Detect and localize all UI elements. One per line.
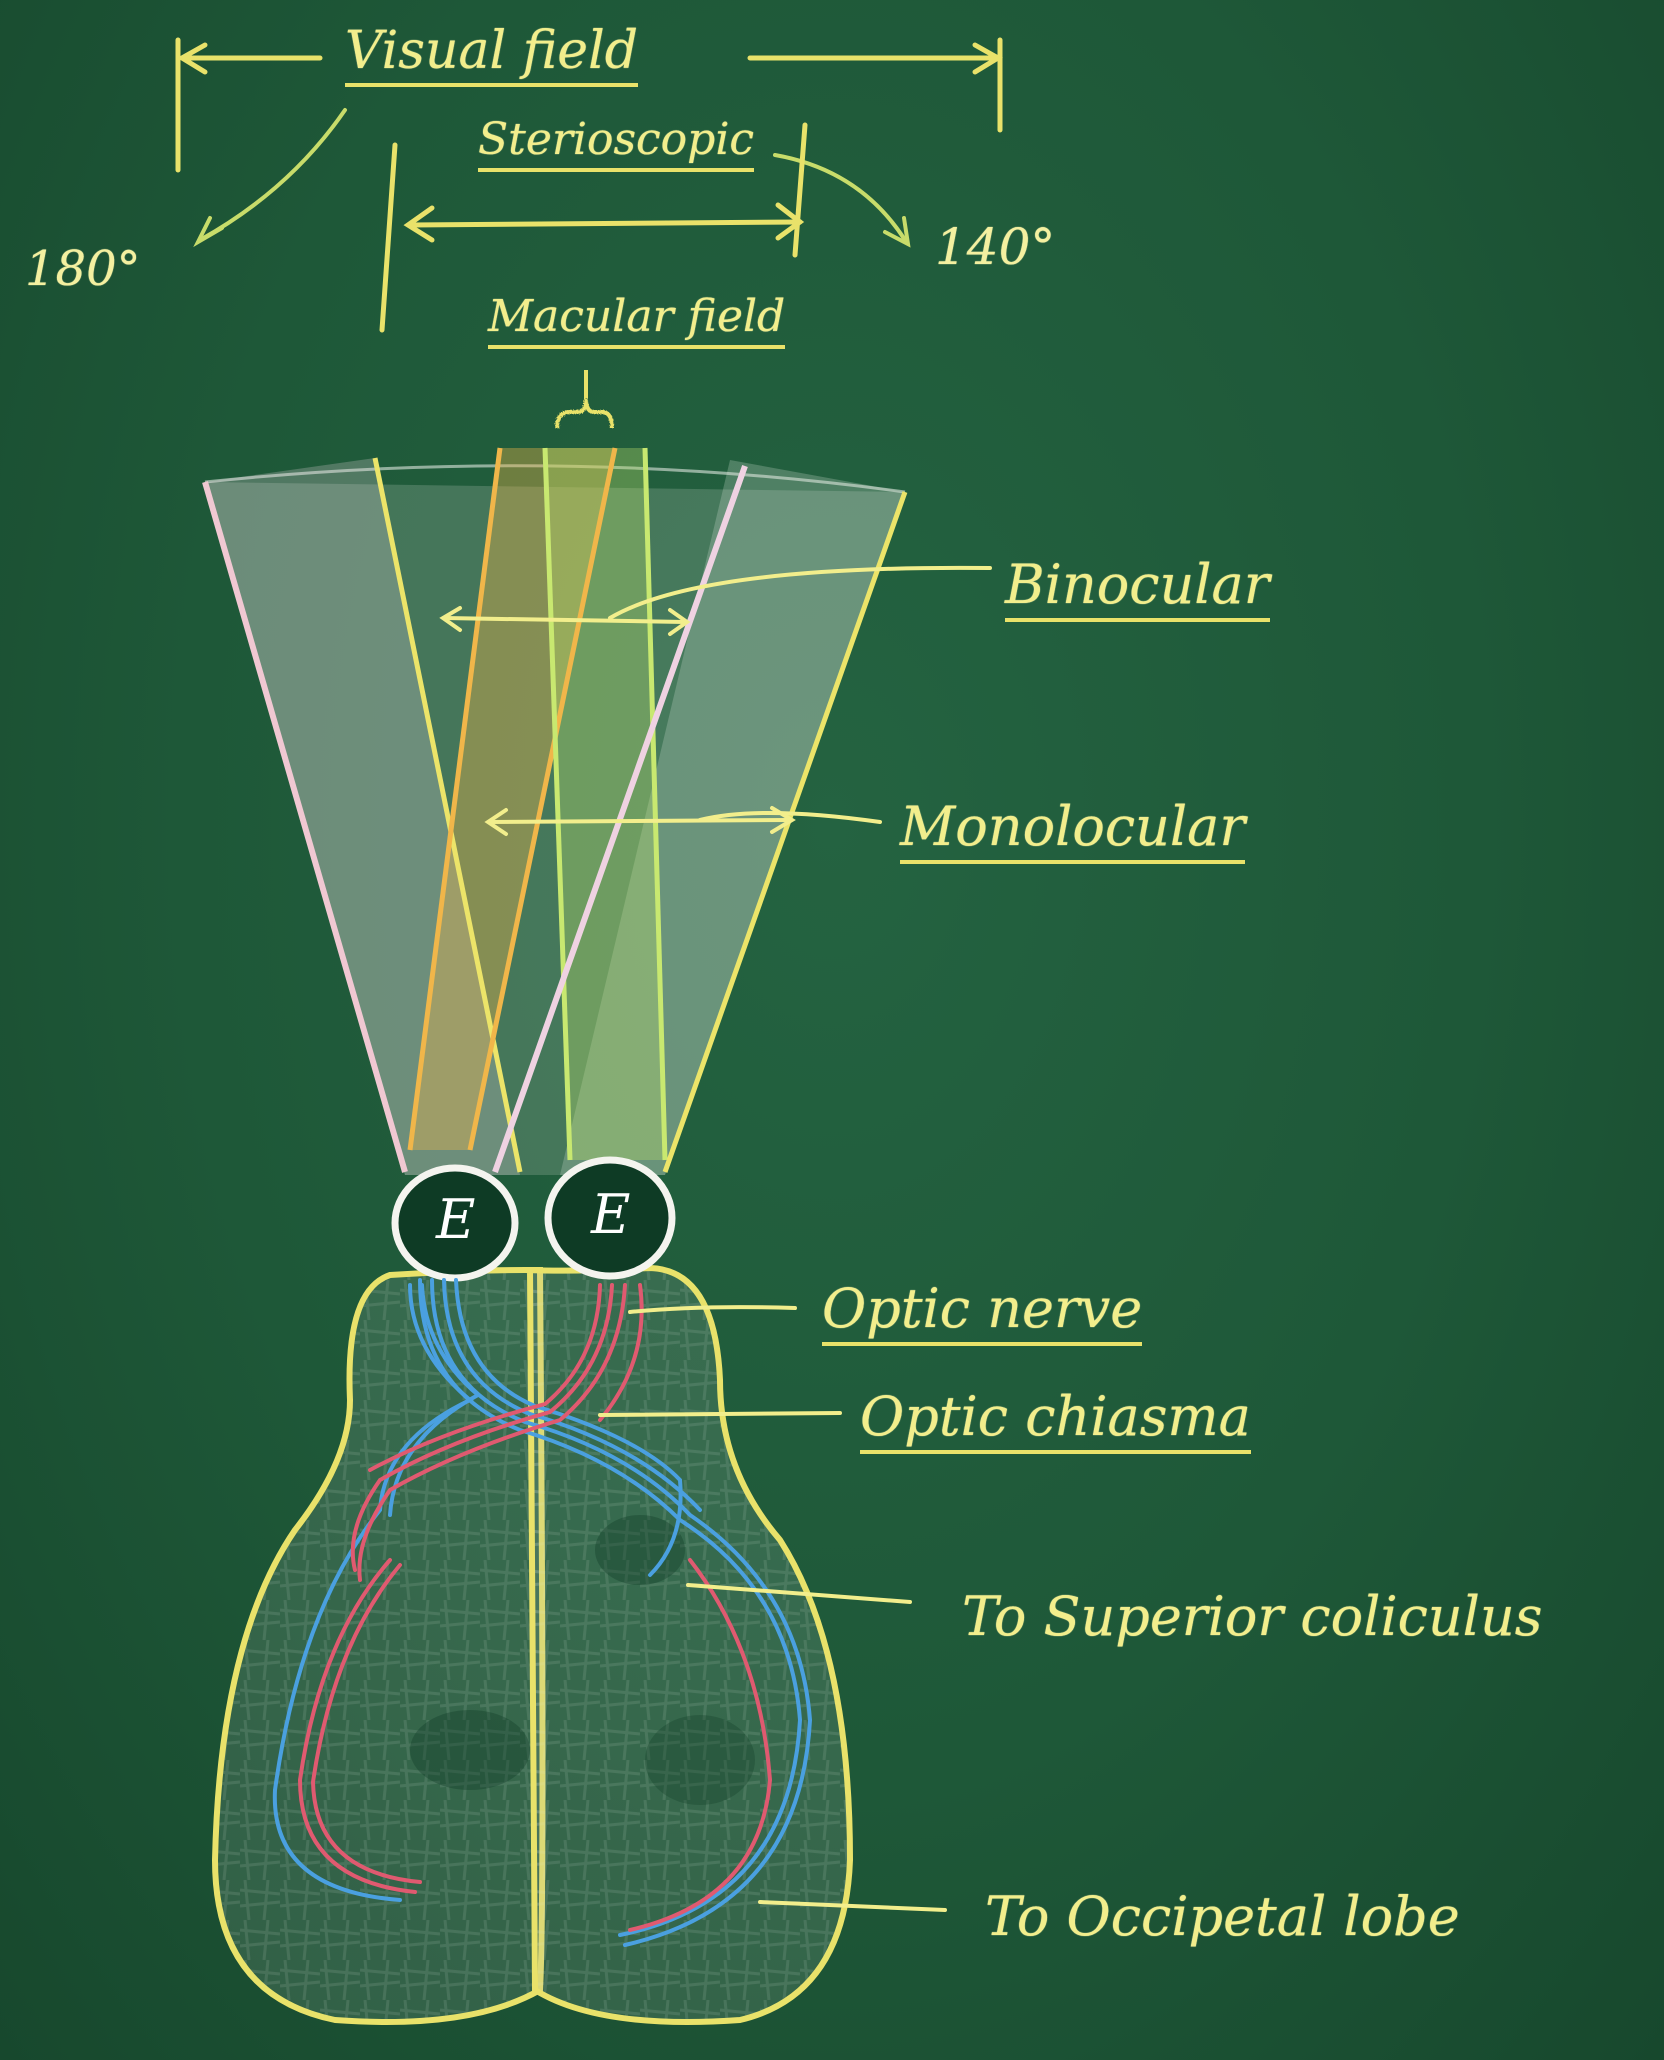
- field-angle-arrows: [193, 108, 911, 248]
- visual-field-label: Visual field: [345, 25, 638, 87]
- to-superior-coliculus-label: To Superior coliculus: [962, 1585, 1543, 1648]
- to-occipetal-lobe-label: To Occipetal lobe: [985, 1885, 1460, 1948]
- stereoscopic-label: Sterioscopic: [478, 118, 755, 172]
- eye-right-letter: E: [591, 1183, 631, 1246]
- stereoscopic-bracket: [379, 122, 808, 333]
- eye-right: [544, 1156, 676, 1280]
- binocular-span-arrow: [439, 565, 992, 636]
- eye-left-letter: E: [436, 1188, 476, 1251]
- monolocular-label: Monolocular: [900, 800, 1246, 864]
- optic-pathways: [272, 1278, 813, 1947]
- macular-field-label: Macular field: [488, 295, 786, 349]
- monolocular-span-arrow: [484, 806, 882, 836]
- visual-field-bracket: [175, 37, 1003, 173]
- binocular-label: Binocular: [1005, 558, 1270, 622]
- label-leaders: [598, 1305, 947, 1912]
- macular-brace: [555, 397, 614, 429]
- optic-nerve-label: Optic nerve: [822, 1282, 1143, 1346]
- eye-left: [391, 1164, 519, 1282]
- brain-outline: [211, 1264, 854, 2025]
- angle-140-label: 140°: [935, 218, 1056, 276]
- optic-chiasma-label: Optic chiasma: [860, 1390, 1251, 1454]
- visual-field-fan: [202, 447, 908, 1175]
- angle-180-label: 180°: [25, 241, 141, 297]
